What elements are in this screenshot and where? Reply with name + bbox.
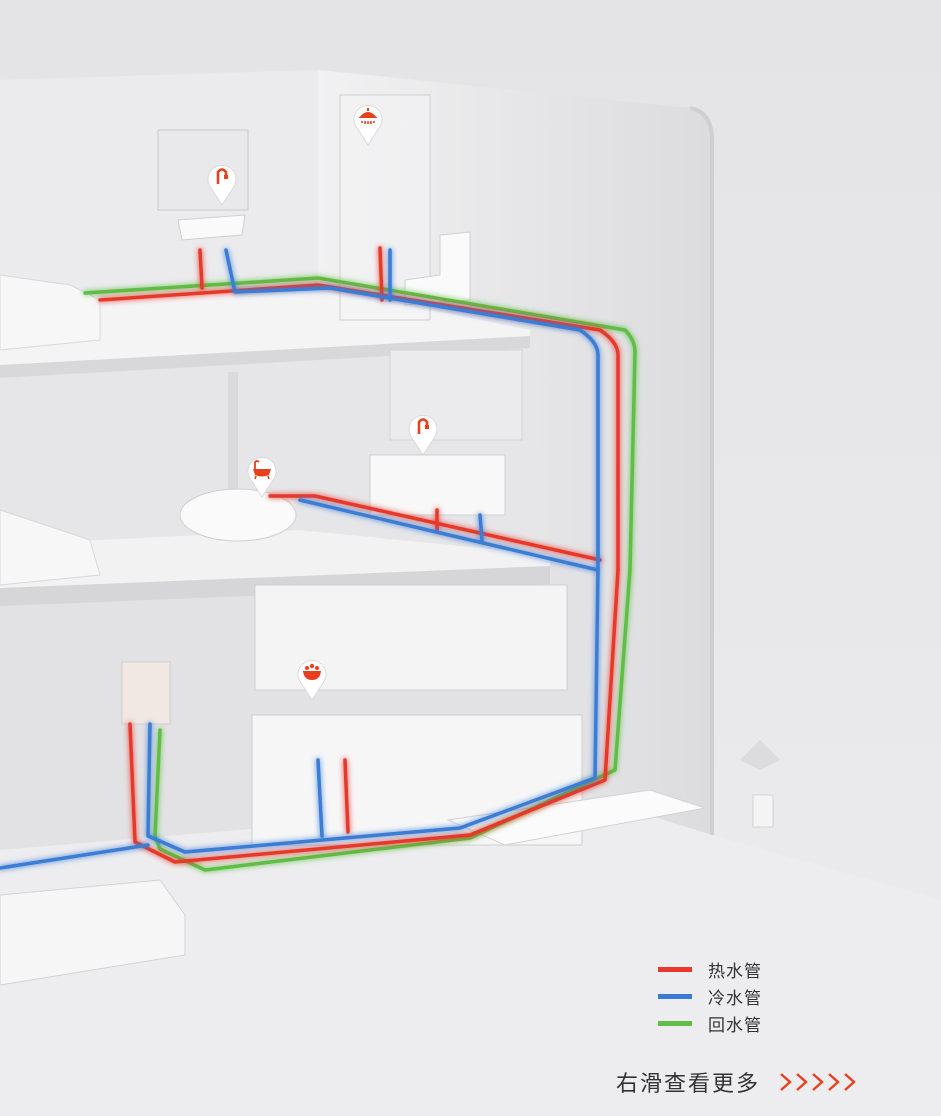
water-heater: [122, 662, 170, 724]
legend-swatch: [658, 994, 692, 999]
shower-marker-upper[interactable]: [351, 100, 385, 146]
kitchen-bowl-icon: [295, 655, 329, 701]
legend-swatch: [658, 1021, 692, 1026]
vanity-middle: [370, 455, 505, 515]
pipe-legend: 热水管冷水管回水管: [658, 956, 762, 1037]
faucet-icon: [205, 160, 239, 206]
legend-label: 冷水管: [708, 984, 762, 1009]
faucet-marker-middle[interactable]: [406, 410, 440, 456]
legend-item: 回水管: [658, 1010, 762, 1037]
shower-column-middle: [228, 372, 238, 492]
legend-item: 热水管: [658, 956, 762, 983]
chevrons-right-icon: [778, 1071, 858, 1093]
shower-icon: [351, 100, 385, 146]
plant-pot: [753, 795, 773, 827]
swipe-for-more-link[interactable]: 右滑查看更多: [616, 1066, 858, 1098]
faucet-icon: [406, 410, 440, 456]
legend-item: 冷水管: [658, 983, 762, 1010]
legend-swatch: [658, 967, 692, 972]
legend-label: 热水管: [708, 957, 762, 982]
bathtub-marker[interactable]: [245, 452, 279, 498]
bathtub-icon: [245, 452, 279, 498]
faucet-marker-upper[interactable]: [205, 160, 239, 206]
legend-label: 回水管: [708, 1011, 762, 1036]
kitchen-sink-marker[interactable]: [295, 655, 329, 701]
swipe-for-more-label: 右滑查看更多: [616, 1066, 760, 1098]
